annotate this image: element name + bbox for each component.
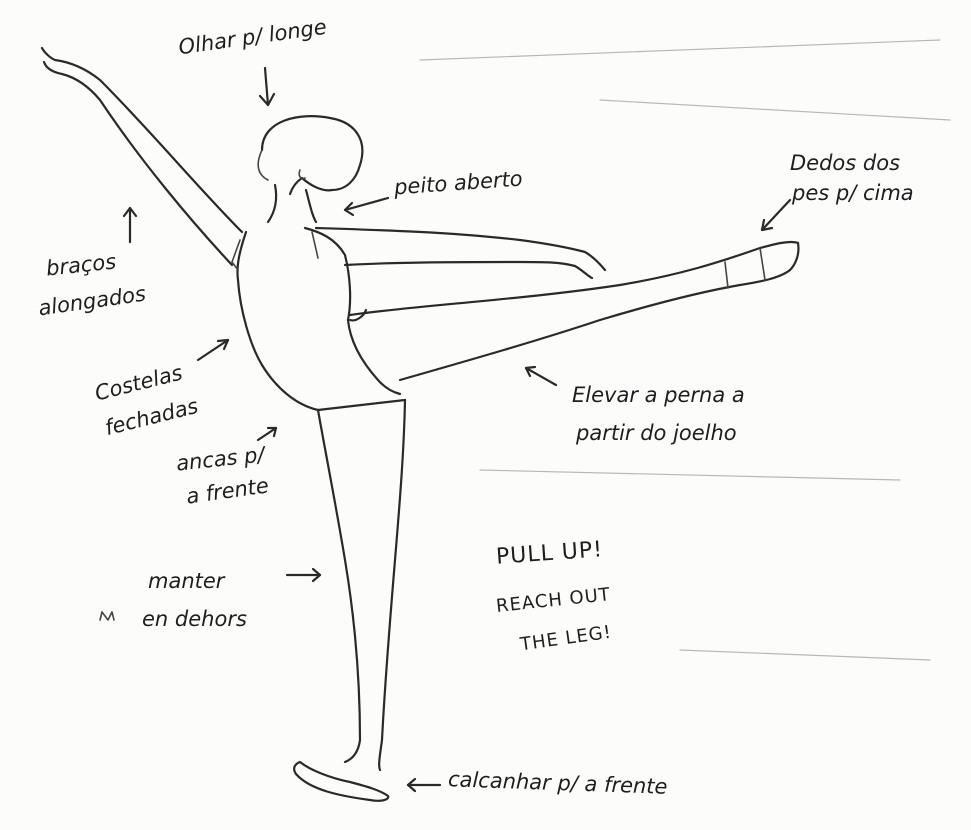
note-manter-line1: manter: [148, 568, 224, 594]
note-dedos-line1: Dedos dos: [790, 150, 900, 176]
note-elevar-line1: Elevar a perna a: [572, 382, 745, 408]
arrow-olhar: [265, 68, 268, 105]
raised-arm: [42, 48, 242, 232]
head: [262, 116, 362, 194]
arrow-dedos: [762, 200, 790, 230]
standing-leg: [318, 410, 360, 762]
raised-leg: [350, 242, 798, 315]
standing-foot: [294, 762, 388, 801]
note-elevar-line2: partir do joelho: [576, 420, 737, 446]
note-dedos-line2: pes p/ cima: [792, 180, 914, 206]
arrow-ancas: [258, 428, 276, 440]
torso: [237, 232, 318, 410]
note-manter-line2: en dehors: [142, 606, 247, 632]
arrow-costelas: [198, 340, 228, 360]
